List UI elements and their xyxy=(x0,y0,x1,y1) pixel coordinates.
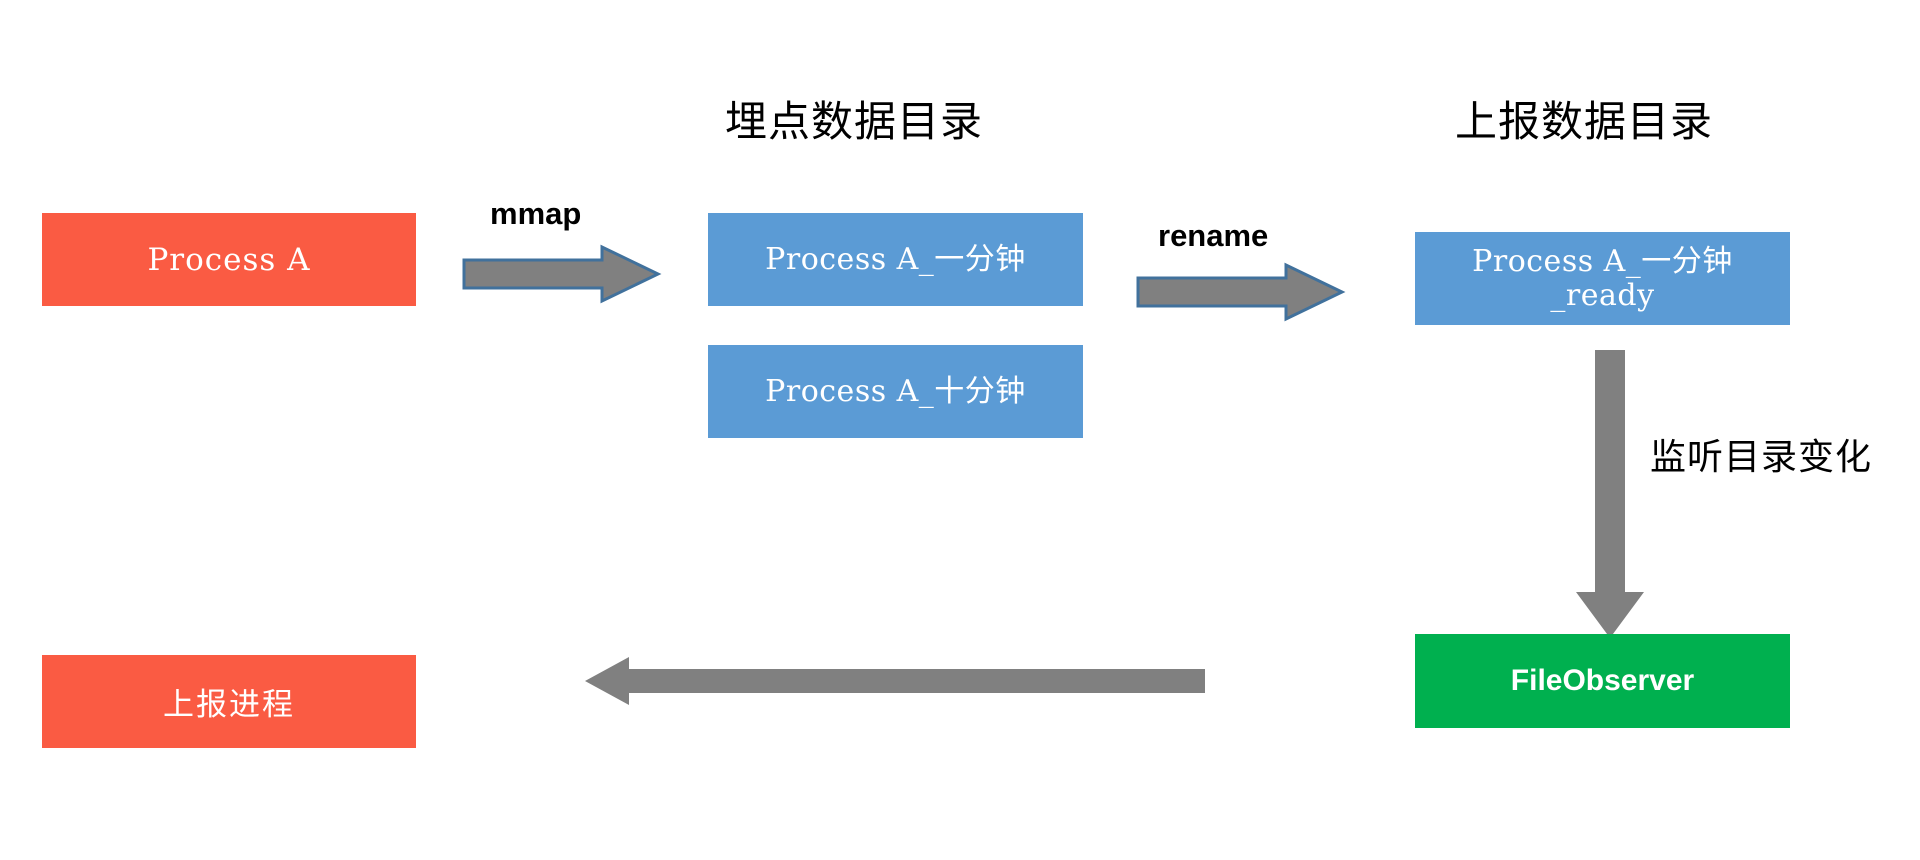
arrow-rename-icon xyxy=(1136,262,1346,322)
edge-label-watch-directory-change: 监听目录变化 xyxy=(1650,437,1873,478)
node-file-observer[interactable]: FileObserver xyxy=(1415,634,1790,728)
node-file-ten-minute[interactable]: Process A_十分钟 xyxy=(708,345,1083,438)
node-file-one-minute[interactable]: Process A_一分钟 xyxy=(708,213,1083,306)
node-file-one-minute-ready[interactable]: Process A_一分钟 _ready xyxy=(1415,232,1790,325)
arrow-report-back-icon xyxy=(585,657,1205,705)
title-burial-point-data-directory: 埋点数据目录 xyxy=(725,97,984,146)
title-report-data-directory: 上报数据目录 xyxy=(1455,97,1714,146)
node-file-ready-line-2: _ready xyxy=(1550,277,1655,313)
node-upload-process[interactable]: 上报进程 xyxy=(42,655,416,748)
edge-label-rename: rename xyxy=(1158,218,1269,253)
arrow-watch-directory-icon xyxy=(1576,350,1644,638)
edge-label-mmap: mmap xyxy=(490,196,582,231)
arrow-mmap-icon xyxy=(462,244,662,304)
node-process-a[interactable]: Process A xyxy=(42,213,416,306)
node-file-ready-line-1: Process A_一分钟 xyxy=(1472,243,1733,279)
